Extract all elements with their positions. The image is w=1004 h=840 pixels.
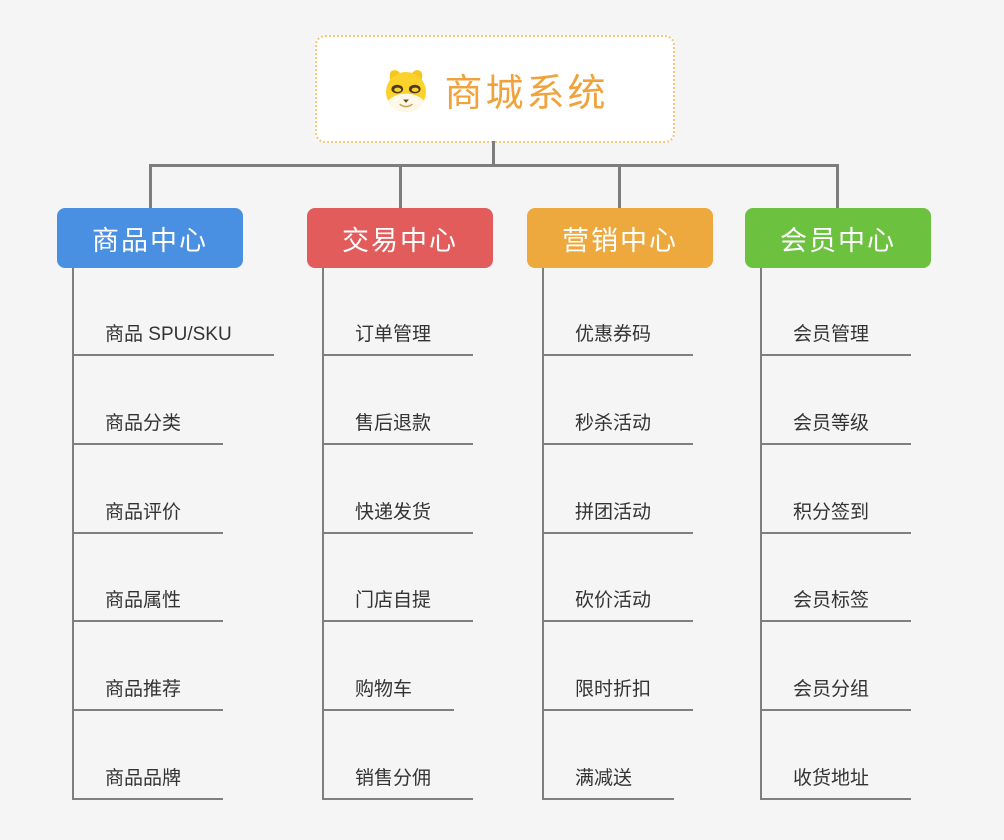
child-node[interactable]: 会员标签 <box>760 589 912 622</box>
branch-node-marketing-center[interactable]: 营销中心 <box>527 208 713 268</box>
root-title: 商城系统 <box>444 72 609 115</box>
child-node[interactable]: 拼团活动 <box>542 501 694 534</box>
child-node[interactable]: 购物车 <box>322 678 455 711</box>
branch-node-member-center[interactable]: 会员中心 <box>745 208 931 268</box>
child-node[interactable]: 商品分类 <box>72 412 224 445</box>
root-node[interactable]: 商城系统 <box>315 35 675 143</box>
child-node[interactable]: 门店自提 <box>322 589 474 622</box>
child-node[interactable]: 收货地址 <box>760 767 912 800</box>
connector-drop <box>836 164 839 211</box>
child-node[interactable]: 售后退款 <box>322 412 474 445</box>
branch-label: 商品中心 <box>92 225 208 256</box>
connector-drop <box>149 164 152 211</box>
child-node[interactable]: 会员等级 <box>760 412 912 445</box>
branch-children-product-center: 商品 SPU/SKU 商品分类 商品评价 商品属性 商品推荐 商品品牌 <box>72 268 322 803</box>
connector-horizontal <box>149 164 839 167</box>
branch-children-trade-center: 订单管理 售后退款 快递发货 门店自提 购物车 销售分佣 <box>322 268 572 803</box>
connector-drop <box>618 164 621 211</box>
child-node[interactable]: 满减送 <box>542 767 675 800</box>
child-node[interactable]: 销售分佣 <box>322 767 474 800</box>
child-node[interactable]: 商品评价 <box>72 501 224 534</box>
child-node[interactable]: 砍价活动 <box>542 589 694 622</box>
branch-label: 会员中心 <box>780 225 896 256</box>
child-node[interactable]: 积分签到 <box>760 501 912 534</box>
branch-label: 交易中心 <box>342 225 458 256</box>
child-node[interactable]: 会员管理 <box>760 323 912 356</box>
branch-label: 营销中心 <box>562 225 678 256</box>
branch-node-trade-center[interactable]: 交易中心 <box>307 208 493 268</box>
child-node[interactable]: 限时折扣 <box>542 678 694 711</box>
child-node[interactable]: 优惠券码 <box>542 323 694 356</box>
connector-stem <box>492 141 495 167</box>
child-node[interactable]: 商品 SPU/SKU <box>72 323 274 356</box>
child-node[interactable]: 订单管理 <box>322 323 474 356</box>
child-node[interactable]: 商品属性 <box>72 589 224 622</box>
connector-drop <box>399 164 402 211</box>
child-node[interactable]: 快递发货 <box>322 501 474 534</box>
branch-node-product-center[interactable]: 商品中心 <box>57 208 243 268</box>
dog-face-icon <box>386 69 427 112</box>
child-node[interactable]: 商品推荐 <box>72 678 224 711</box>
child-node[interactable]: 商品品牌 <box>72 767 224 800</box>
child-node[interactable]: 会员分组 <box>760 678 912 711</box>
branch-children-marketing-center: 优惠券码 秒杀活动 拼团活动 砍价活动 限时折扣 满减送 <box>542 268 792 803</box>
child-node[interactable]: 秒杀活动 <box>542 412 694 445</box>
branch-children-member-center: 会员管理 会员等级 积分签到 会员标签 会员分组 收货地址 <box>760 268 1004 803</box>
